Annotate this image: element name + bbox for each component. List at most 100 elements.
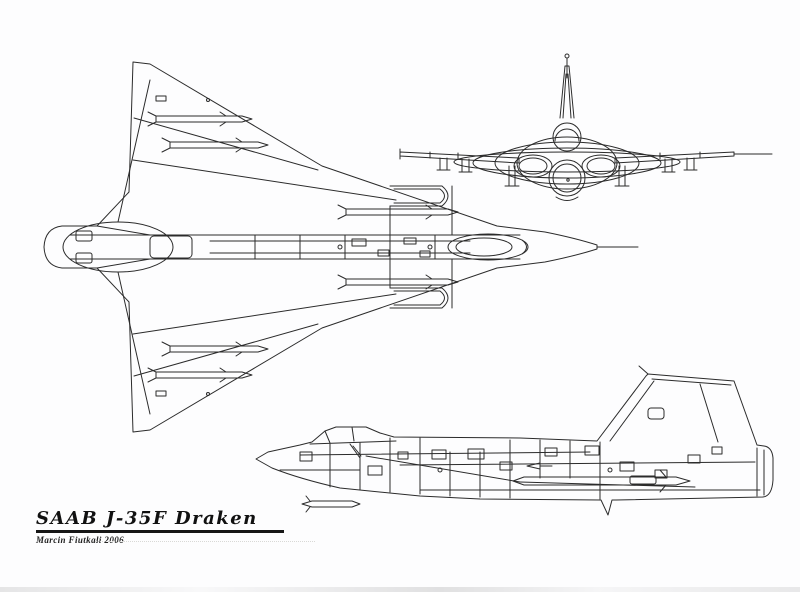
access-panel — [687, 454, 701, 464]
missile — [337, 204, 459, 220]
aft-fairing — [629, 475, 657, 485]
intake-ring-left — [513, 154, 553, 178]
missile — [147, 111, 253, 127]
fin-top-line — [651, 378, 732, 386]
panel-line — [299, 451, 591, 456]
missile — [337, 274, 459, 290]
missile — [301, 495, 361, 513]
access-panel — [367, 465, 383, 476]
missile — [512, 469, 691, 493]
tail-transition-line — [96, 258, 151, 269]
drawing-author: Marcin Fiutkali 2006 — [36, 535, 125, 545]
top-view-tail-details — [62, 221, 193, 273]
wing-spar-line — [132, 159, 397, 201]
access-panel — [397, 451, 409, 460]
access-port — [337, 244, 343, 250]
front-view-pylons — [436, 157, 698, 187]
access-panel — [377, 249, 390, 257]
tail-panel — [75, 252, 93, 264]
intake-right-lip — [393, 290, 445, 306]
fin-front-inner — [562, 73, 572, 119]
intake-left-front — [518, 157, 548, 175]
access-panel — [654, 469, 668, 479]
chin-fairing — [555, 196, 579, 201]
side-view-outline — [255, 373, 774, 516]
title-block: SAAB J-35F Draken Marcin Fiutkali 2006 — [36, 508, 316, 545]
wing-panel-line — [133, 117, 319, 171]
access-panel — [351, 238, 367, 247]
top-view-wing-panel-lines — [117, 79, 397, 415]
intake-right-front — [586, 157, 616, 175]
scan-artifact-dots — [95, 541, 315, 542]
wing-root-contour — [494, 141, 640, 185]
front-view — [399, 53, 773, 201]
intake-left — [389, 185, 449, 207]
access-panel — [544, 447, 558, 457]
elevon-hinge-line — [117, 271, 151, 415]
access-panel — [584, 445, 600, 456]
wing-panel — [155, 390, 167, 397]
top-view-intakes — [389, 185, 453, 309]
access-panel — [711, 446, 723, 455]
side-view — [255, 365, 774, 516]
radome-dot — [566, 178, 570, 182]
missile — [147, 367, 253, 383]
wingtip-tick — [399, 148, 459, 160]
airbrake-panel — [149, 235, 193, 259]
top-view-outline — [43, 61, 598, 433]
fin-tip-antenna — [638, 365, 649, 375]
access-port — [437, 467, 443, 473]
access-panel — [299, 451, 313, 462]
radome-front — [548, 159, 586, 197]
side-view-canopy-details — [309, 426, 397, 445]
missile — [161, 341, 269, 357]
side-view-wing-details — [349, 443, 696, 488]
access-panel — [419, 250, 431, 258]
wingtip-tick — [659, 151, 701, 160]
canopy-outline — [447, 233, 529, 261]
wing-port — [206, 98, 210, 102]
access-panel — [499, 461, 513, 471]
main-gear-leg — [504, 165, 520, 187]
wing-root-leading-edge — [365, 455, 521, 483]
wing-front-right — [614, 151, 735, 164]
top-view-missiles — [147, 111, 459, 383]
windscreen-frame — [324, 430, 331, 444]
top-view-fuselage-details — [69, 233, 529, 261]
intake-left-lip — [393, 188, 445, 204]
radome-ring — [552, 163, 582, 193]
top-view — [43, 61, 639, 433]
wing-panel-line — [133, 323, 319, 377]
side-view-fin-details — [609, 365, 732, 443]
underwing-pylon — [661, 158, 676, 173]
canopy-sill — [309, 440, 397, 445]
access-port — [427, 244, 433, 250]
panel-line — [399, 461, 756, 466]
underwing-pylon — [436, 157, 451, 171]
missile — [161, 137, 269, 153]
wing-root-contour — [472, 147, 662, 179]
underwing-pylon — [458, 158, 473, 173]
wing-root-contour — [453, 151, 681, 173]
access-panel — [619, 461, 635, 472]
nozzle-rings — [756, 447, 765, 497]
tail-transition-line — [96, 225, 151, 236]
access-panel — [467, 448, 485, 460]
access-port — [607, 467, 613, 473]
underwing-pylon — [683, 157, 698, 171]
fin-access-panel — [647, 407, 665, 420]
canopy-front — [552, 122, 582, 152]
wing-port — [206, 392, 210, 396]
wing-panel — [155, 95, 167, 102]
canopy-inner — [455, 237, 513, 257]
side-view-stores — [301, 469, 691, 513]
canopy-front-inner — [554, 128, 580, 142]
rudder-hinge — [699, 383, 719, 443]
fin-antenna-tip — [564, 53, 570, 59]
intake-ring-right — [581, 154, 621, 178]
title-underline — [36, 530, 284, 533]
access-panel — [431, 449, 447, 460]
intake-side-lip — [349, 443, 362, 459]
